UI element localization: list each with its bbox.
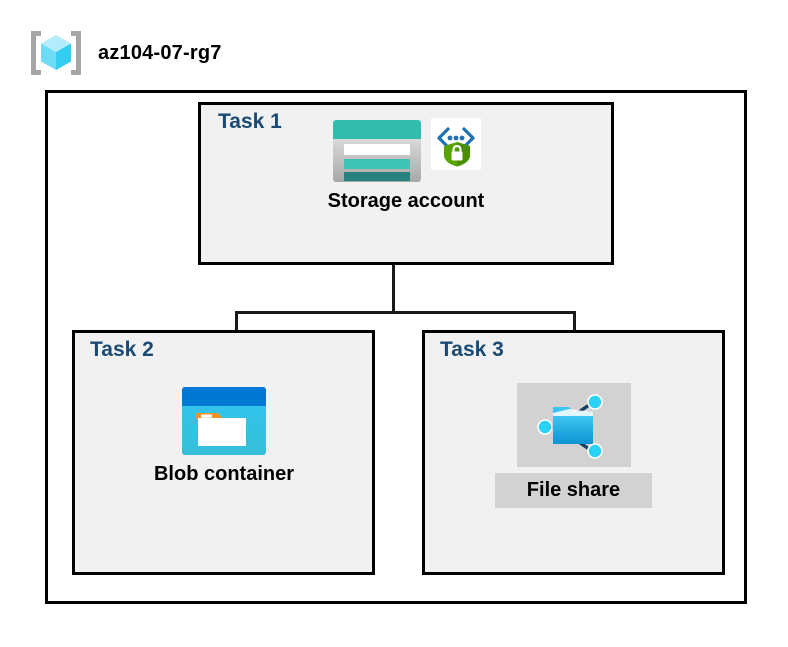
resource-group-cube-icon: [28, 28, 84, 78]
file-share-icon: [535, 389, 613, 463]
storage-account-icon: [331, 118, 423, 184]
task-2-label: Task 2: [90, 338, 154, 361]
node-file-share[interactable]: File share: [467, 383, 680, 508]
resource-group-title: az104-07-rg7: [98, 41, 222, 64]
storage-account-caption: Storage account: [327, 190, 485, 212]
node-storage-account[interactable]: Storage account: [253, 118, 559, 213]
task-1-label: Task 1: [218, 110, 282, 133]
task-3-label: Task 3: [440, 338, 504, 361]
node-blob-container[interactable]: Blob container: [110, 385, 338, 486]
connector-branch-crossbar: [235, 311, 576, 314]
secure-endpoint-shield-icon: [431, 118, 481, 170]
blob-container-icon: [180, 385, 268, 457]
connector-storage-to-branch: [392, 265, 395, 313]
file-share-caption: File share: [494, 473, 653, 508]
resource-group-header: az104-07-rg7: [28, 26, 448, 80]
blob-container-caption: Blob container: [153, 463, 294, 485]
file-share-icon-backdrop: [516, 383, 631, 467]
